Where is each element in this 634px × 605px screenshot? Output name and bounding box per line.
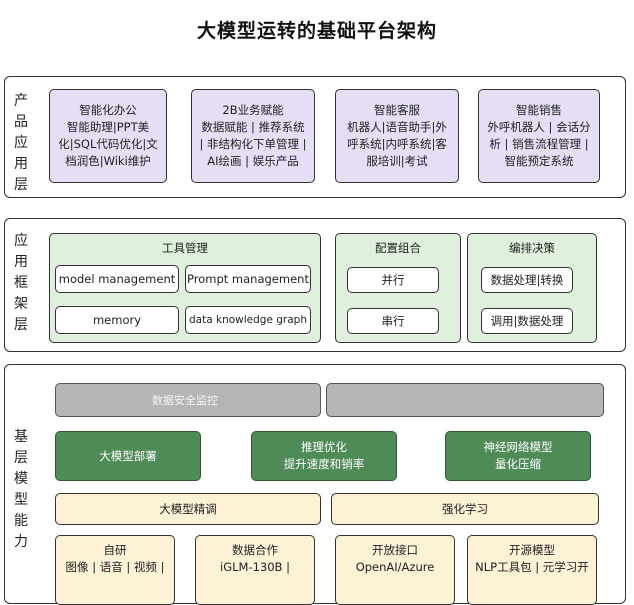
reinforcement-learning-bar: 强化学习 [331,493,599,525]
base-layer-label: 基层模型能力 [14,429,28,550]
b2b-enablement-heading: 2B业务赋能 [222,103,284,117]
invoke-data-processing-label: 调用|数据处理 [490,314,564,328]
smart-office-body: 智能助理|PPT美化|SQL代码优化|文档润色|Wiki维护 [58,120,158,168]
data-cooperation-box: 数据合作 iGLM-130B | [195,535,315,605]
open-source-model-box: 开源模型 NLP工具包 | 元学习开 [467,535,597,605]
smart-office-heading: 智能化办公 [79,103,137,117]
open-source-model-heading: 开源模型 [509,543,555,557]
tool-management-title: 工具管理 [162,241,208,255]
prompt-management-label: Prompt management [187,272,309,286]
product-application-layer: 产品应用层 智能化办公 智能助理|PPT美化|SQL代码优化|文档润色|Wiki… [4,76,626,198]
inference-optimization-line1: 推理优化 [301,440,347,454]
model-finetuning-label: 大模型精调 [159,502,217,516]
application-framework-layer: 应用框架层 工具管理 model management Prompt manag… [4,218,626,352]
b2b-enablement-body: 数据赋能 | 推荐系统 | 非结构化下单管理 | AI绘画 | 娱乐产品 [199,120,307,168]
open-source-model-body: NLP工具包 | 元学习开 [475,560,589,574]
nn-quantization-line1: 神经网络模型 [483,440,553,454]
config-combination-title: 配置组合 [375,241,421,255]
smart-sales-body: 外呼机器人 | 会话分析 | 销售流程管理 | 智能预定系统 [487,120,591,168]
model-finetuning-bar: 大模型精调 [55,493,321,525]
model-management-box: model management [55,265,179,293]
data-processing-transform-box: 数据处理|转换 [481,267,573,293]
memory-label: memory [92,313,142,327]
smart-sales-box: 智能销售 外呼机器人 | 会话分析 | 销售流程管理 | 智能预定系统 [478,89,600,183]
model-management-label: model management [58,272,176,286]
serial-label: 串行 [381,314,405,328]
open-api-box: 开放接口 OpenAI/Azure [335,535,455,605]
prompt-management-box: Prompt management [185,265,311,293]
parallel-label: 并行 [381,273,405,287]
data-cooperation-body: iGLM-130B | [220,560,290,574]
data-knowledge-graph-box: data knowledge graph [185,306,311,334]
smart-customer-service-body: 机器人|语音助手|外呼系统|内呼系统|客服培训|考试 [347,120,447,168]
open-api-heading: 开放接口 [372,543,418,557]
b2b-enablement-box: 2B业务赋能 数据赋能 | 推荐系统 | 非结构化下单管理 | AI绘画 | 娱… [191,89,315,183]
product-layer-label: 产品应用层 [14,93,28,193]
open-api-body: OpenAI/Azure [355,560,435,574]
nn-quantization-line2: 量化压缩 [495,457,541,471]
smart-customer-service-heading: 智能客服 [374,103,420,117]
reinforcement-learning-label: 强化学习 [442,502,488,516]
inference-optimization-box: 推理优化 提升速度和销率 [251,431,397,481]
data-processing-transform-label: 数据处理|转换 [490,273,564,287]
memory-box: memory [55,306,179,334]
data-knowledge-graph-label: data knowledge graph [189,314,307,326]
model-deployment-line1: 大模型部署 [99,448,157,463]
data-security-monitor-bar: 数据安全监控 [55,383,321,417]
smart-office-box: 智能化办公 智能助理|PPT美化|SQL代码优化|文档润色|Wiki维护 [49,89,167,183]
self-developed-box: 自研 图像 | 语音 | 视频 | [55,535,175,605]
model-deployment-box: 大模型部署 [55,431,201,481]
page-title: 大模型运转的基础平台架构 [196,20,437,42]
self-developed-body: 图像 | 语音 | 视频 | [65,560,165,574]
inference-optimization-line2: 提升速度和销率 [283,457,365,471]
data-security-monitor-label: 数据安全监控 [152,394,218,407]
smart-sales-heading: 智能销售 [516,103,562,117]
self-developed-heading: 自研 [103,543,127,557]
serial-box: 串行 [347,308,439,334]
orchestration-decision-title: 编排决策 [509,241,555,255]
data-cooperation-heading: 数据合作 [232,543,278,557]
framework-layer-label: 应用框架层 [14,233,28,333]
invoke-data-processing-box: 调用|数据处理 [481,308,573,334]
gray-bar-right [326,383,604,417]
parallel-box: 并行 [347,267,439,293]
nn-quantization-box: 神经网络模型 量化压缩 [445,431,591,481]
smart-customer-service-box: 智能客服 机器人|语音助手|外呼系统|内呼系统|客服培训|考试 [335,89,459,183]
base-model-capability-layer: 基层模型能力 数据安全监控 大模型部署 推理优化 提升速度和销率 神经网络模型 … [4,364,626,605]
